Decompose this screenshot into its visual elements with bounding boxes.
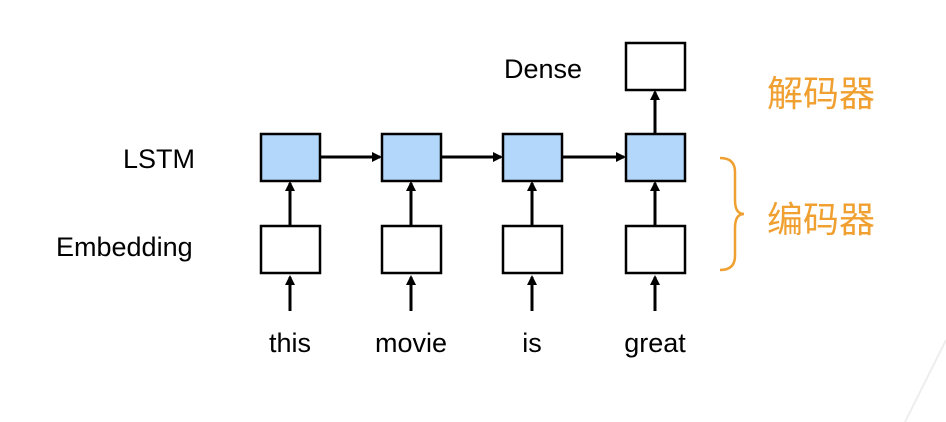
input-word-4: great [624, 328, 686, 358]
input-word-1: this [269, 328, 311, 358]
dense-box [624, 41, 687, 92]
lstm-label: LSTM [123, 144, 195, 174]
input-word-2: movie [375, 328, 447, 358]
encoder-brace [719, 156, 745, 272]
embedding-box-4 [624, 224, 687, 275]
embedding-box-3 [501, 224, 564, 275]
lstm-cell-3 [501, 132, 564, 183]
embedding-box-2 [380, 224, 443, 275]
embedding-box-1 [259, 224, 322, 275]
lstm-cell-2 [380, 132, 443, 183]
decoder-label: 解码器 [767, 73, 875, 114]
dense-label: Dense [504, 54, 582, 84]
lstm-cell-1 [259, 132, 322, 183]
encoder-label: 编码器 [767, 199, 875, 240]
embedding-label: Embedding [56, 232, 193, 262]
lstm-cell-4 [624, 132, 687, 183]
slide-corner-decoration [904, 339, 946, 422]
input-word-3: is [522, 328, 542, 358]
